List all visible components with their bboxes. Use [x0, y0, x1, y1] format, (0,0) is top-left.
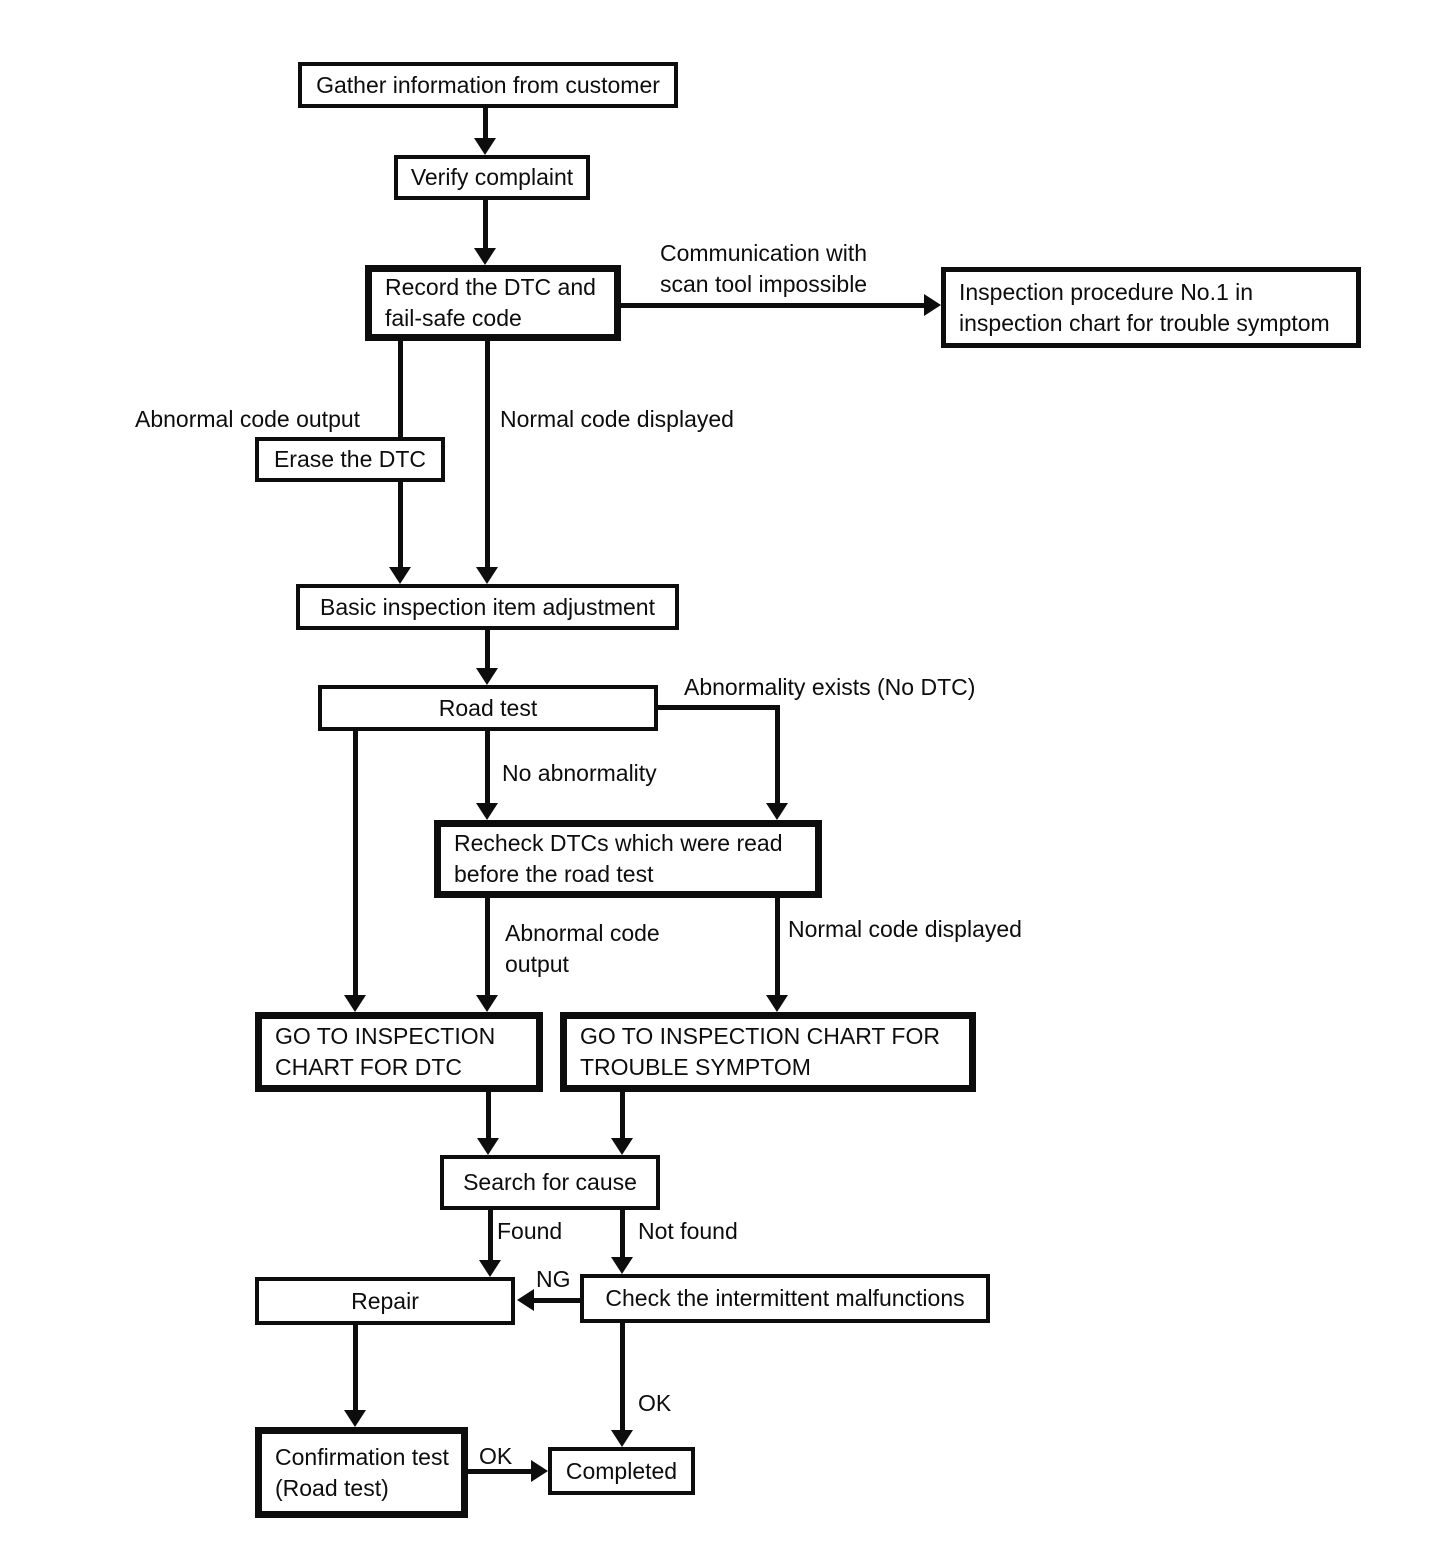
edge-label-normal-code-displayed-1: Normal code displayed [500, 406, 734, 432]
arrowhead-check-completed [611, 1430, 633, 1447]
connector-gather-verify [483, 108, 488, 140]
connector-record-inspection [621, 303, 925, 308]
edge-label-no-abnormality: No abnormality [502, 760, 657, 786]
connector-roadtest-recheck [485, 731, 490, 805]
edge-label-ok-confirmation: OK [479, 1443, 513, 1469]
arrowhead-roadtest-recheck [476, 803, 498, 820]
node-check-intermittent-malfunctions: Check the intermittent malfunctions [580, 1274, 990, 1323]
connector-record-erase [398, 341, 403, 437]
arrowhead-basic-roadtest [476, 668, 498, 685]
connector-recheck-gotodtc [485, 898, 490, 997]
arrowhead-recheck-gotodtc [476, 995, 498, 1012]
arrowhead-roadtest-gotodtc [344, 995, 366, 1012]
connector-roadtest-right-h [658, 705, 780, 710]
connector-confirmation-completed [468, 1469, 531, 1474]
edge-label-ng: NG [536, 1266, 571, 1292]
edge-label-not-found: Not found [638, 1218, 738, 1244]
edge-label-abnormality-exists: Abnormality exists (No DTC) [684, 674, 976, 700]
node-inspection-procedure-no1: Inspection procedure No.1 in inspection … [941, 267, 1361, 348]
edge-label-abnormal-code-output-2: Abnormal code output [505, 920, 660, 977]
arrowhead-gotodtc-search [477, 1138, 499, 1155]
node-gather-information: Gather information from customer [298, 62, 678, 108]
connector-gotodtc-search [486, 1092, 491, 1138]
node-goto-inspection-chart-dtc: GO TO INSPECTION CHART FOR DTC [255, 1012, 543, 1092]
edge-label-communication-impossible: Communication with scan tool impossible [660, 240, 868, 297]
arrowhead-record-inspection [924, 294, 941, 316]
connector-record-basic [485, 341, 490, 570]
arrowhead-repair-confirmation [344, 1410, 366, 1427]
arrowhead-check-repair [517, 1289, 534, 1311]
connector-repair-confirmation [353, 1325, 358, 1412]
node-road-test: Road test [318, 685, 658, 731]
node-basic-inspection: Basic inspection item adjustment [296, 584, 679, 630]
node-search-for-cause: Search for cause [440, 1155, 660, 1210]
connector-roadtest-right-v [775, 705, 780, 805]
arrowhead-erase-basic [389, 567, 411, 584]
edge-label-normal-code-displayed-2: Normal code displayed [788, 916, 1022, 942]
node-repair: Repair [255, 1277, 515, 1325]
node-completed: Completed [548, 1447, 695, 1495]
arrowhead-roadtest-right [766, 803, 788, 820]
node-goto-inspection-chart-trouble-symptom: GO TO INSPECTION CHART FOR TROUBLE SYMPT… [560, 1012, 976, 1092]
edge-label-abnormal-code-output-1: Abnormal code output [135, 406, 361, 432]
arrowhead-gather-verify [474, 138, 496, 155]
connector-check-repair [534, 1298, 580, 1303]
connector-verify-record [483, 200, 488, 250]
connector-roadtest-gotodtc [353, 731, 358, 997]
connector-recheck-gototrouble [775, 898, 780, 997]
arrowhead-verify-record [474, 248, 496, 265]
connector-gototrouble-search [620, 1092, 625, 1138]
arrowhead-confirmation-completed [531, 1460, 548, 1482]
edge-label-ok-check: OK [638, 1390, 672, 1416]
node-verify-complaint: Verify complaint [394, 155, 590, 200]
arrowhead-record-basic [476, 567, 498, 584]
arrowhead-search-repair [479, 1260, 501, 1277]
connector-basic-roadtest [485, 630, 490, 670]
arrowhead-gototrouble-search [611, 1138, 633, 1155]
arrowhead-search-check [611, 1257, 633, 1274]
arrowhead-recheck-gototrouble [766, 995, 788, 1012]
connector-erase-basic [398, 482, 403, 570]
node-record-dtc: Record the DTC and fail-safe code [365, 265, 621, 341]
connector-check-completed [620, 1323, 625, 1432]
node-recheck-dtcs: Recheck DTCs which were read before the … [434, 820, 822, 898]
node-confirmation-test: Confirmation test (Road test) [255, 1427, 468, 1518]
node-erase-dtc: Erase the DTC [255, 437, 445, 482]
connector-search-check [620, 1210, 625, 1257]
edge-label-found: Found [497, 1218, 563, 1244]
connector-search-repair [488, 1210, 493, 1260]
